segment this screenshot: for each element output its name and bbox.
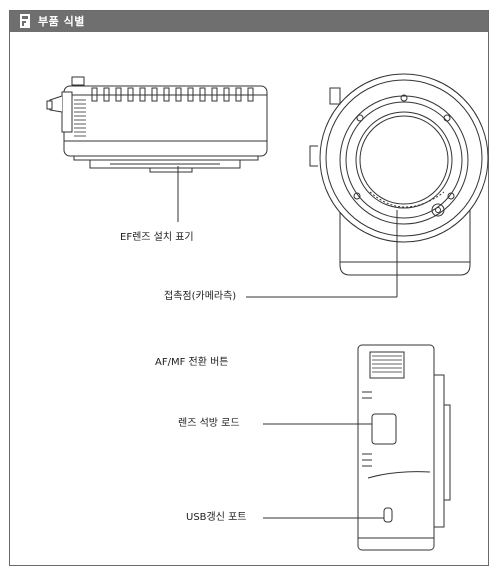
manual-page-icon xyxy=(20,14,30,28)
label-contacts-camera-side: 접촉점(카메라측) xyxy=(164,291,237,302)
adapter-side-view xyxy=(46,76,268,222)
adapter-front-view xyxy=(309,73,489,297)
label-af-mf-switch: AF/MF 전환 버튼 xyxy=(155,357,229,368)
label-ef-mount-index: EF렌즈 설치 표기 xyxy=(120,232,194,243)
section-title: 부품 식별 xyxy=(38,15,85,28)
page-frame: 부품 식별 xyxy=(9,10,489,566)
label-lens-release-lock: 렌즈 석방 로드 xyxy=(178,418,240,429)
adapter-control-side-view xyxy=(357,344,451,551)
label-usb-update-port: USB갱신 포트 xyxy=(186,512,247,523)
section-header: 부품 식별 xyxy=(10,11,488,32)
leader-lines xyxy=(246,296,397,519)
